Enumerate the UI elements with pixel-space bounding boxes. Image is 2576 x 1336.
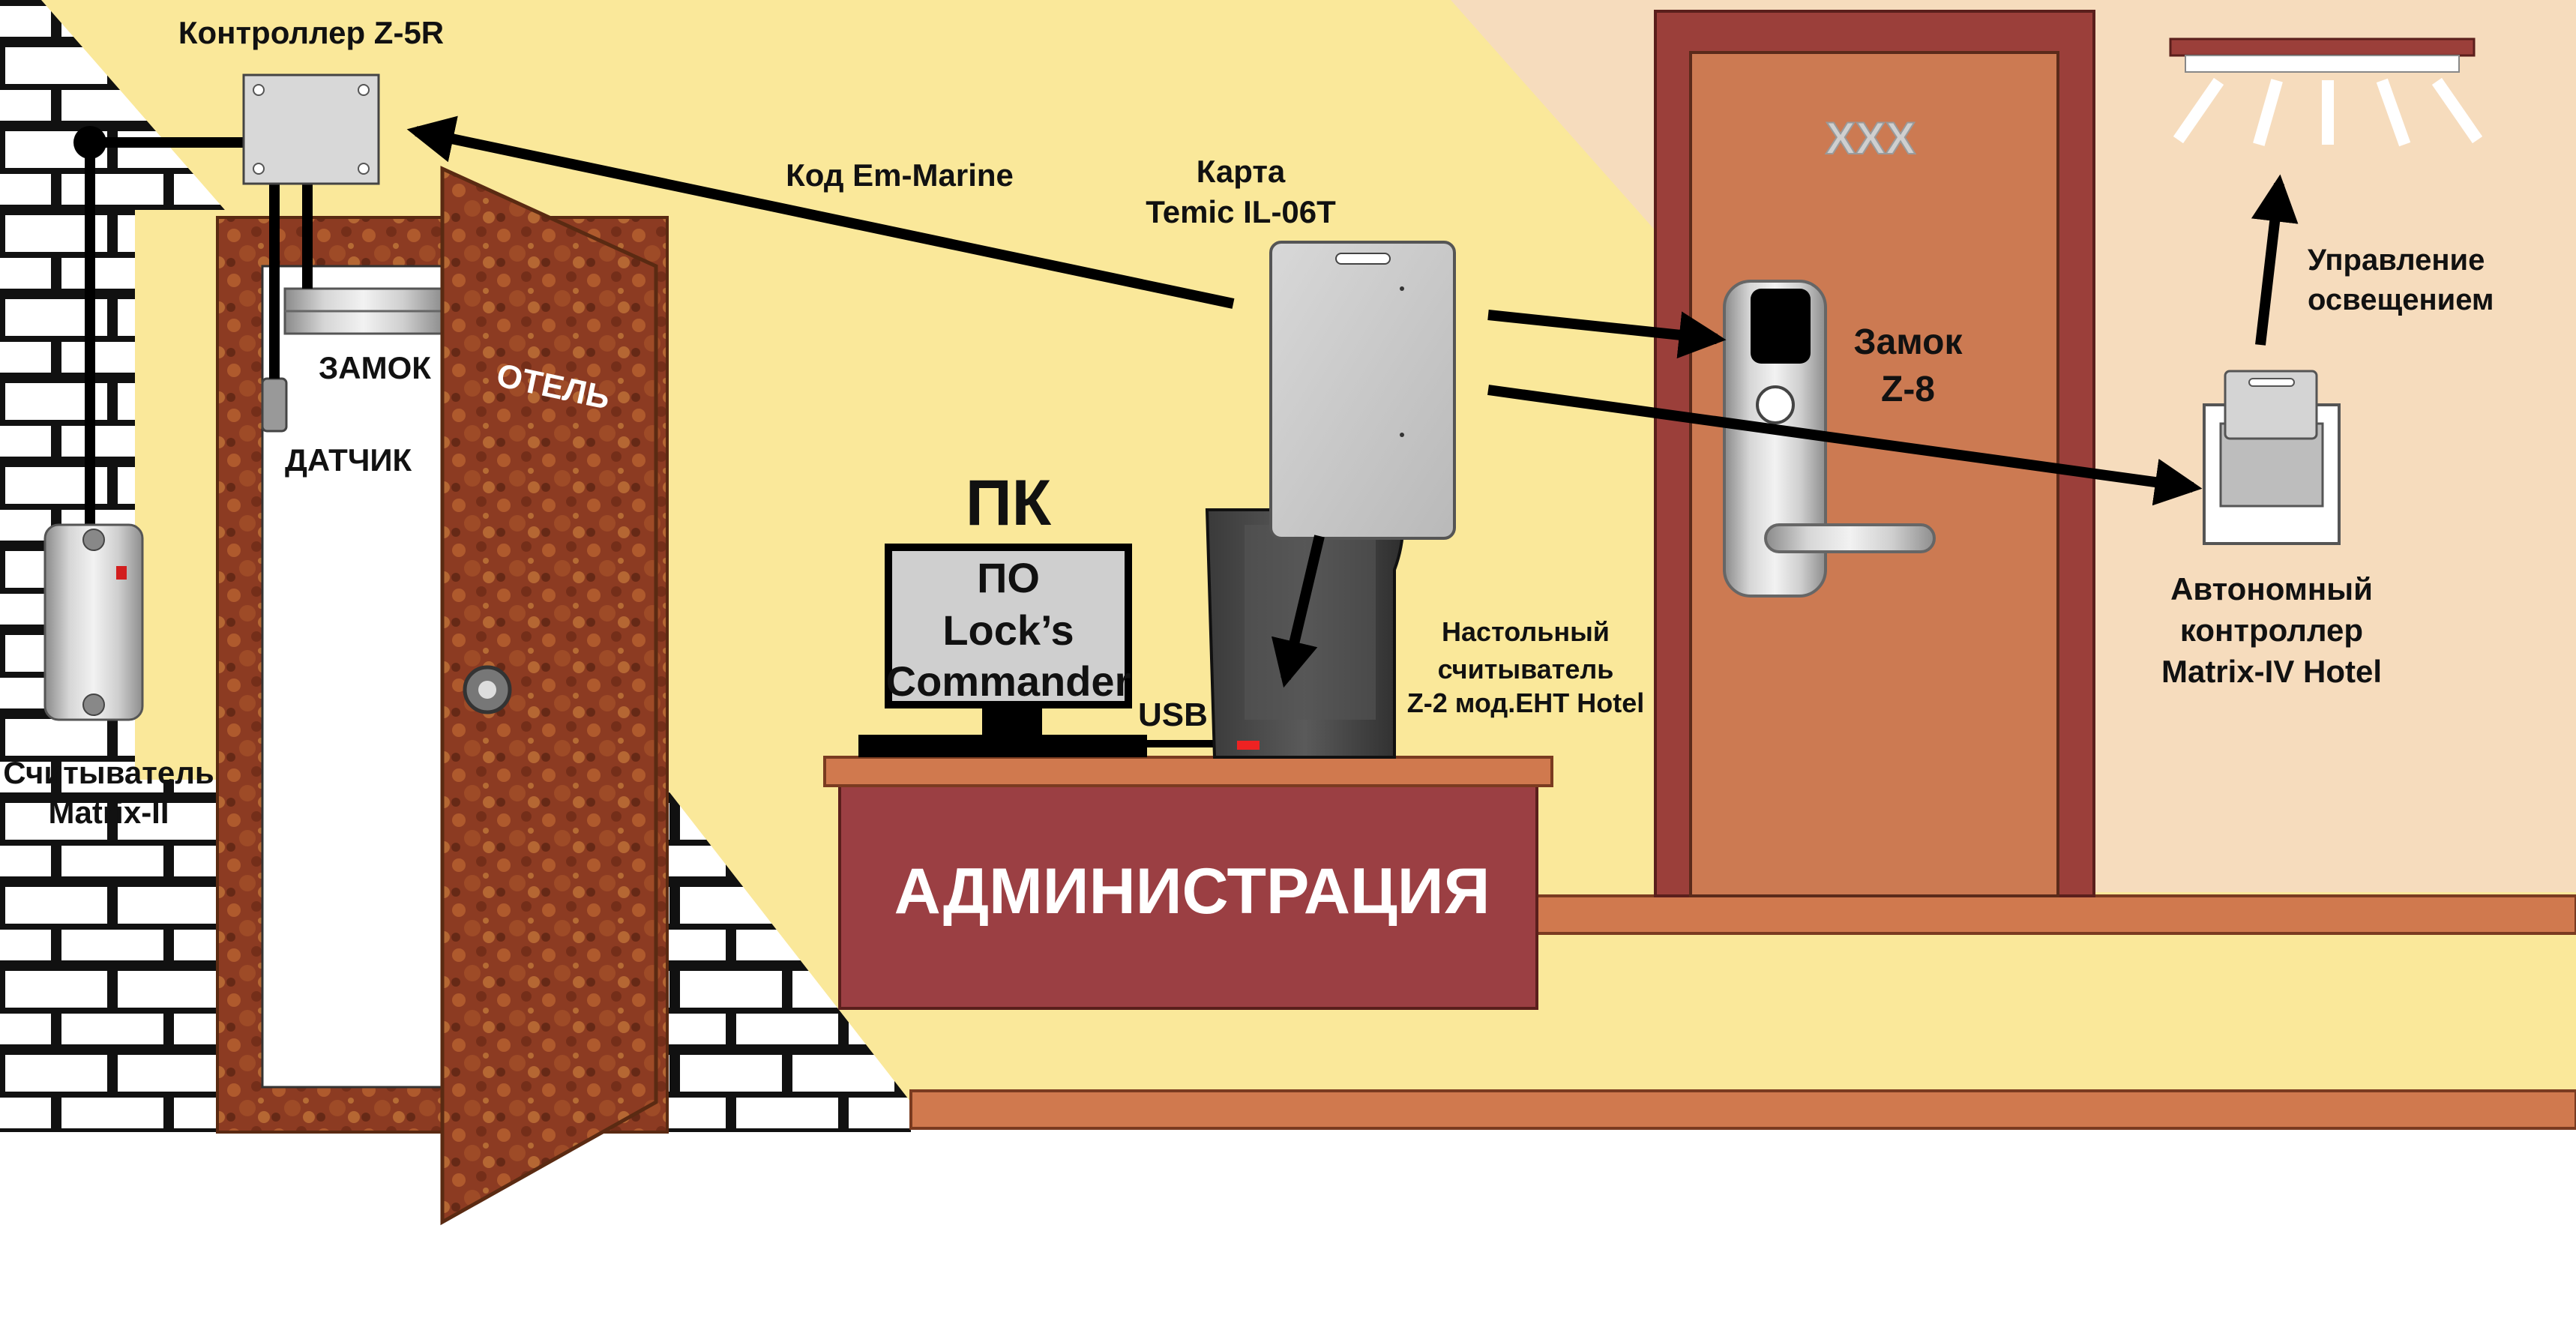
- label-controller: Контроллер Z-5R: [178, 15, 444, 50]
- standalone-controller: [2203, 370, 2341, 545]
- arrow-em-marine: [406, 115, 1235, 309]
- reader-matrix-ii: [43, 523, 144, 721]
- arrow-lighting: [2251, 174, 2299, 346]
- label-lock-room-1: Замок: [1854, 322, 1963, 362]
- label-lighting-2: освещением: [2308, 283, 2494, 316]
- label-sensor: ДАТЧИК: [285, 442, 412, 478]
- floor-strip-room: [1535, 894, 2576, 935]
- label-lighting-1: Управление: [2308, 244, 2485, 277]
- door-sensor: [261, 377, 288, 433]
- screen-line-2: Lock’s: [942, 607, 1074, 654]
- screen-line-1: ПО: [977, 554, 1040, 601]
- label-desk-reader-3: Z-2 мод.EHT Hotel: [1407, 687, 1645, 718]
- cable-junction: [73, 126, 106, 159]
- screen-line-3: Commander: [886, 658, 1131, 705]
- pc-monitor: [858, 544, 1147, 757]
- label-pc: ПК: [966, 467, 1052, 539]
- label-card-2: Temic IL-06T: [1146, 194, 1336, 229]
- label-desk-reader-1: Настольный: [1442, 616, 1610, 647]
- room-number: XXX: [1826, 113, 1916, 163]
- front-door-leaf: [440, 166, 658, 1226]
- floor-strip-lower: [909, 1089, 2576, 1130]
- arrow-card-to-reader: [1271, 535, 1325, 688]
- brick-wall-upper: [0, 0, 225, 210]
- brick-wall-left: [0, 0, 225, 967]
- label-standalone-3: Matrix-IV Hotel: [2161, 654, 2382, 689]
- floor-white: [0, 1132, 2576, 1336]
- label-usb: USB: [1138, 696, 1208, 733]
- label-reader-2: Matrix-II: [48, 795, 169, 830]
- controller-z5r: [242, 73, 380, 185]
- label-lock-room-2: Z-8: [1881, 370, 1935, 409]
- label-reader-1: Считыватель: [3, 755, 214, 790]
- arrows: [406, 115, 2299, 688]
- card-temic: [1269, 241, 1456, 540]
- admin-sign: АДМИНИСТРАЦИЯ: [894, 855, 1490, 927]
- desktop-reader-z2: [1205, 508, 1405, 759]
- arrow-to-lock: [1487, 310, 1727, 359]
- label-lock-front: ЗАМОК: [319, 350, 431, 385]
- ceiling-light: [2169, 37, 2483, 147]
- controller-cables: [85, 137, 313, 525]
- label-desk-reader-2: считыватель: [1438, 654, 1614, 684]
- label-em-marine: Код Em-Marine: [786, 157, 1014, 193]
- label-standalone-2: контроллер: [2180, 613, 2363, 648]
- arrow-to-standalone: [1487, 385, 2203, 506]
- admin-desk: [823, 756, 1553, 1010]
- label-standalone-1: Автономный: [2170, 571, 2373, 607]
- label-card-1: Карта: [1197, 154, 1286, 189]
